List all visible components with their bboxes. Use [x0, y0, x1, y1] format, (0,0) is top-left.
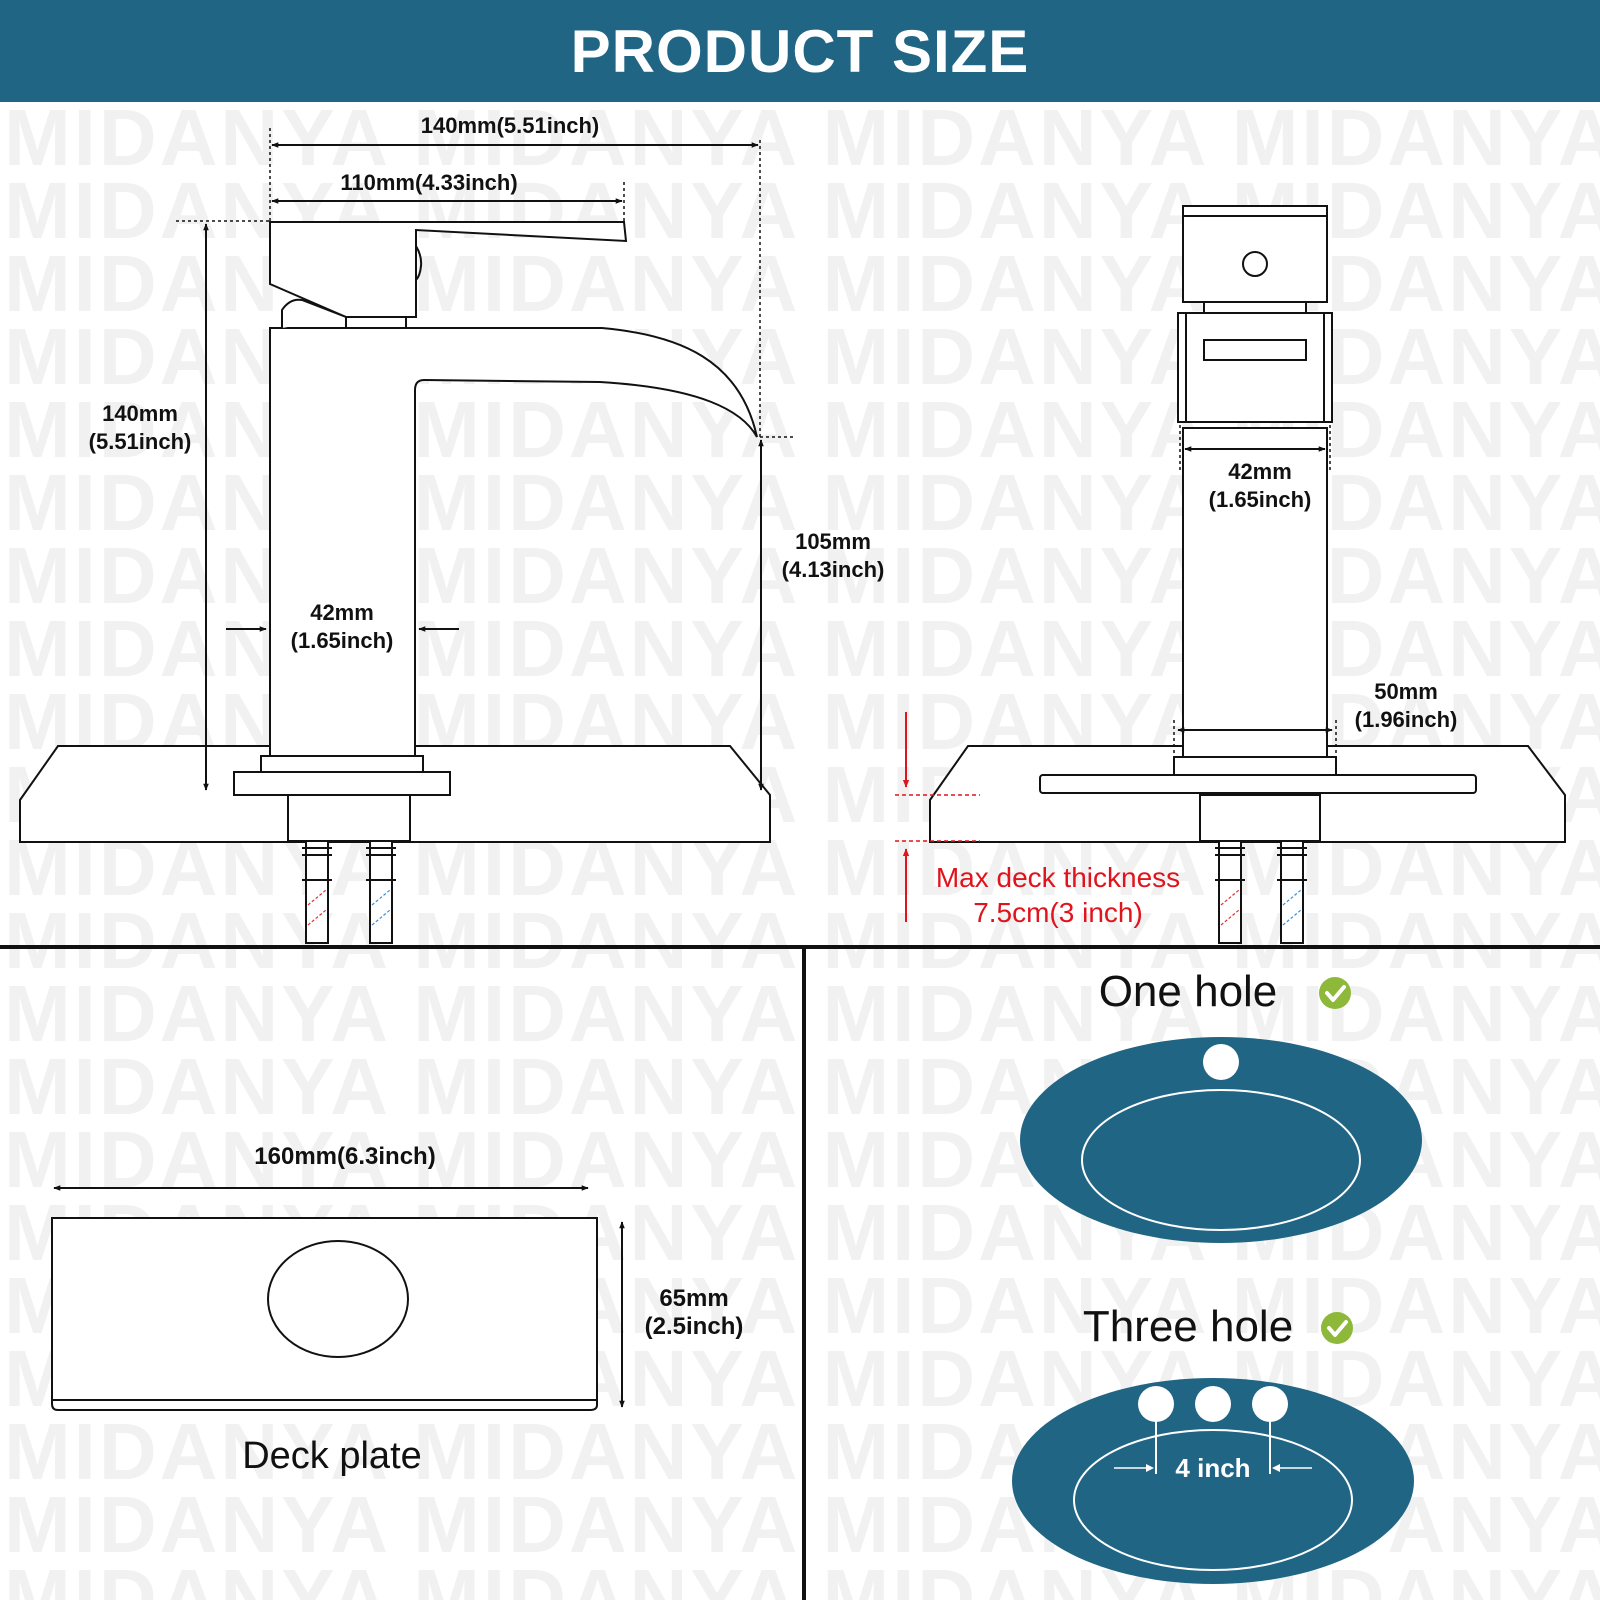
tap-hole-right	[1252, 1386, 1288, 1422]
faucet-side-view	[19, 221, 771, 944]
tap-hole-left	[1138, 1386, 1174, 1422]
check-circle-icon	[1321, 1312, 1353, 1344]
base-width-in-label: (1.96inch)	[1355, 707, 1458, 732]
deck-note-line2: 7.5cm(3 inch)	[973, 897, 1143, 928]
spout-height-mm-label: 105mm	[795, 529, 871, 554]
height-mm-label: 140mm	[102, 401, 178, 426]
tap-hole-center	[1195, 1386, 1231, 1422]
shank-nut	[287, 794, 411, 842]
body-base	[260, 755, 424, 773]
hole-spacing-label: 4 inch	[1175, 1453, 1250, 1483]
spout-length-label: 110mm(4.33inch)	[340, 170, 517, 195]
handle-indicator-icon	[1242, 251, 1268, 277]
height-in-label: (5.51inch)	[89, 429, 192, 454]
one-hole-option: One hole	[1020, 967, 1422, 1243]
faucet-body	[269, 327, 758, 757]
one-hole-basin	[1020, 1037, 1422, 1243]
front-body	[1182, 427, 1328, 758]
deck-plate-caption: Deck plate	[242, 1435, 422, 1477]
body-width-mm-label: 42mm	[310, 600, 374, 625]
three-hole-label: Three hole	[1083, 1302, 1293, 1351]
deck-plate-hole	[267, 1240, 409, 1358]
body-width-in-label: (1.65inch)	[291, 628, 394, 653]
deck-plate-drawing	[51, 1185, 625, 1411]
page-title: PRODUCT SIZE	[570, 17, 1030, 85]
front-dimension-lines	[1173, 425, 1337, 757]
title-banner: PRODUCT SIZE	[0, 0, 1600, 102]
check-circle-icon	[1319, 977, 1351, 1009]
faucet-handle	[269, 221, 628, 318]
three-hole-option: Three hole 4 inch	[1012, 1302, 1414, 1584]
overall-length-label: 140mm(5.51inch)	[421, 113, 600, 138]
three-hole-basin	[1012, 1378, 1414, 1584]
plate-height-in-label: (2.5inch)	[645, 1313, 744, 1340]
side-dimension-lines	[176, 128, 795, 791]
deck-plate-front	[1039, 774, 1477, 794]
single-tap-hole	[1203, 1044, 1239, 1080]
plate-width-label: 160mm(6.3inch)	[254, 1143, 435, 1170]
one-hole-label: One hole	[1099, 967, 1278, 1016]
plate-height-mm-label: 65mm	[659, 1285, 728, 1312]
front-body-width-in-label: (1.65inch)	[1209, 487, 1312, 512]
spout-height-in-label: (4.13inch)	[782, 557, 885, 582]
deck-plate-side	[233, 771, 451, 796]
deck-thickness-indicator	[895, 712, 980, 922]
front-spout	[1177, 312, 1333, 423]
faucet-front-view	[929, 205, 1566, 944]
front-body-width-mm-label: 42mm	[1228, 459, 1292, 484]
deck-note-line1: Max deck thickness	[936, 862, 1180, 893]
spout-outlet	[1203, 339, 1307, 361]
base-width-mm-label: 50mm	[1374, 679, 1438, 704]
